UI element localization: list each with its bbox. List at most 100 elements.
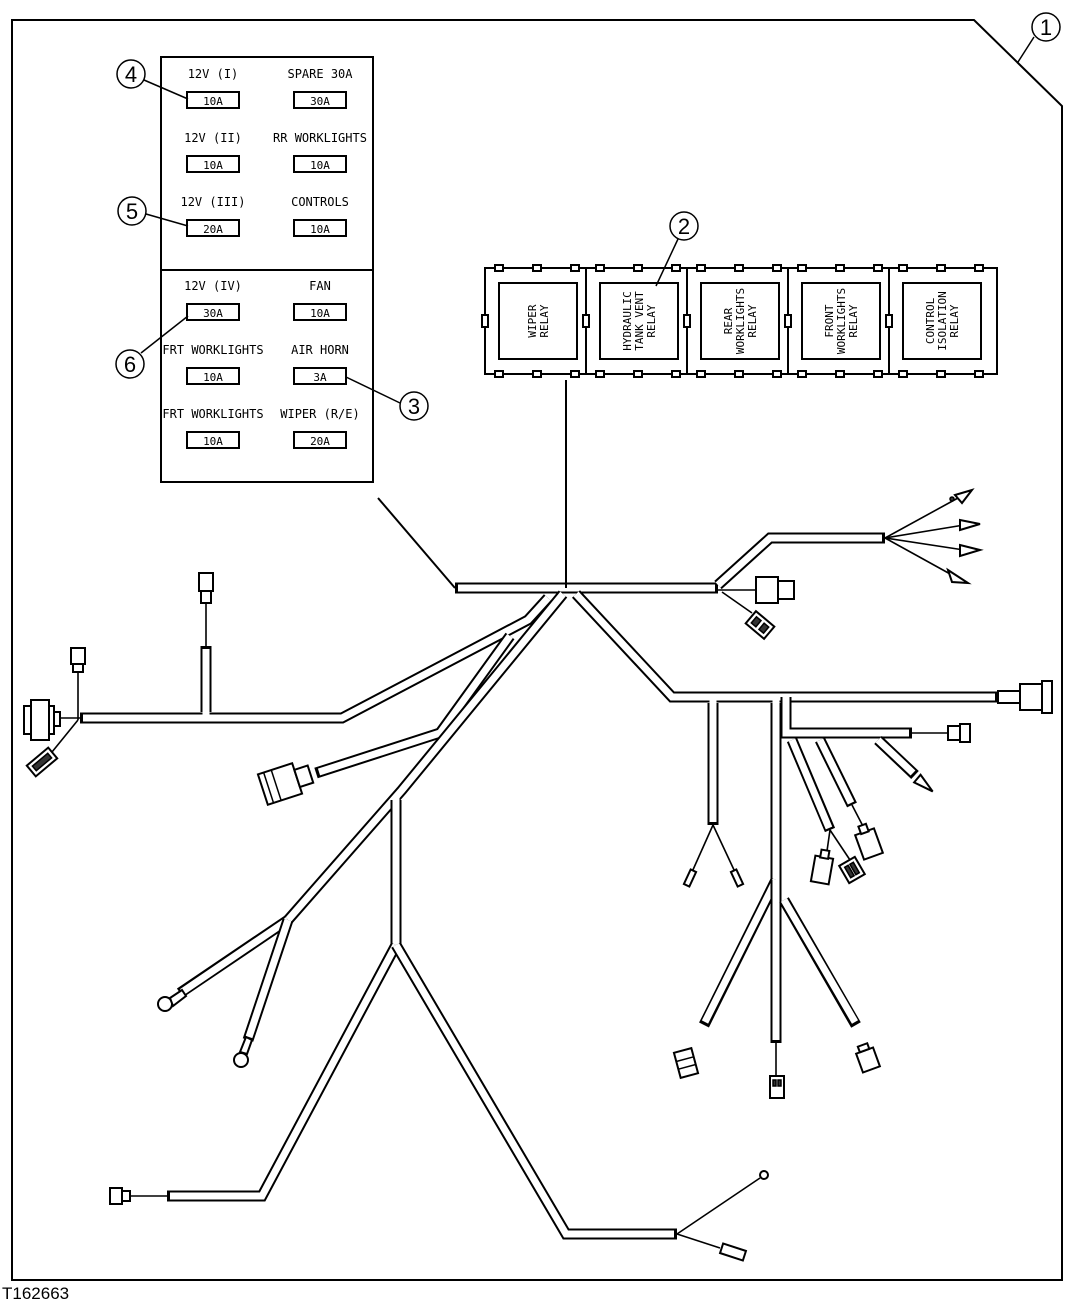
branch-right xyxy=(571,590,998,703)
ring-terminal-2 xyxy=(233,1035,254,1068)
socket-tab xyxy=(570,370,580,378)
callout-2-circle xyxy=(669,211,699,241)
fuse-rating: 30A xyxy=(203,307,223,320)
relay-panel: WIPERRELAY HYDRAULICTANK VENTRELAY REARWOR… xyxy=(481,264,998,378)
socket-tab xyxy=(633,264,643,272)
relay-label: REARWORKLIGHTSRELAY xyxy=(722,288,759,354)
relay-label: HYDRAULICTANK VENTRELAY xyxy=(621,291,658,351)
connector-left-angled xyxy=(25,746,59,778)
fuse-label: WIPER (R/E) xyxy=(280,407,359,421)
ring-terminal-1 xyxy=(157,988,188,1012)
connector-left-round xyxy=(23,699,61,741)
fuse-box xyxy=(293,91,347,109)
bullet-terminal-1 xyxy=(949,488,975,505)
relay-socket: WIPERRELAY xyxy=(481,264,594,378)
wire-tip-1 xyxy=(682,868,698,888)
fuse-label: FRT WORKLIGHTS xyxy=(162,343,263,357)
socket-tab xyxy=(974,264,984,272)
socket-tab xyxy=(797,264,807,272)
branch-br-c-in xyxy=(780,898,859,1024)
callout-2: 2 xyxy=(678,214,690,239)
relay-body xyxy=(700,282,780,360)
branch-mid-left xyxy=(314,632,515,779)
connector-trunk-right-angled xyxy=(744,609,776,641)
fuse-box xyxy=(293,303,347,321)
fuse-rating: 10A xyxy=(203,159,223,172)
bullet-terminal-6 xyxy=(912,773,934,793)
fuse-box xyxy=(293,431,347,449)
fuse-label: SPARE 30A xyxy=(287,67,353,81)
socket-tab xyxy=(898,264,908,272)
bullet-terminal-3 xyxy=(959,543,984,558)
relay-label: WIPERRELAY xyxy=(526,304,551,337)
callouts: 1 2 3 4 5 6 xyxy=(115,12,1061,421)
branch-center-in xyxy=(285,591,566,923)
fuse-rating: 20A xyxy=(310,435,330,448)
socket-tab xyxy=(898,370,908,378)
fuse-rating: 20A xyxy=(203,223,223,236)
ring-terminal-3 xyxy=(759,1170,769,1180)
relay-label: CONTROLISOLATIONRELAY xyxy=(924,291,961,351)
socket-tab xyxy=(734,370,744,378)
callout-4-circle xyxy=(116,59,146,89)
connector-left-small xyxy=(70,647,86,673)
callout-1: 1 xyxy=(1040,15,1052,40)
fuse-label: 12V (III) xyxy=(180,195,245,209)
connector-bottom-3 xyxy=(854,1041,882,1074)
socket-tab xyxy=(494,264,504,272)
socket-tab xyxy=(595,264,605,272)
fuse-label: 12V (IV) xyxy=(184,279,242,293)
callout-5: 5 xyxy=(126,199,138,224)
connector-right-spur xyxy=(947,723,971,743)
fuse-label: CONTROLS xyxy=(291,195,349,209)
socket-tab xyxy=(974,370,984,378)
connector-trunk-right xyxy=(755,576,795,604)
branch-spur-b-in xyxy=(816,738,855,805)
connectors xyxy=(23,488,1053,1262)
socket-tab xyxy=(696,264,706,272)
branch-right-spur-in xyxy=(782,697,909,737)
socket-tab xyxy=(595,370,605,378)
bullet-terminal-2 xyxy=(959,518,981,532)
relay-socket: CONTROLISOLATIONRELAY xyxy=(885,264,998,378)
relay-body xyxy=(599,282,679,360)
fuse-rating: 10A xyxy=(203,371,223,384)
fuse-rating: 10A xyxy=(203,95,223,108)
fuse-box xyxy=(186,155,240,173)
socket-notch xyxy=(784,314,792,328)
fuse-feed-line xyxy=(377,497,456,589)
branch-spur-a-in xyxy=(788,738,833,830)
callout-6: 6 xyxy=(124,352,136,377)
callout-6-circle xyxy=(115,349,145,379)
connector-bottom-1 xyxy=(672,1046,700,1080)
connector-bottom-2 xyxy=(769,1075,785,1099)
callout-4: 4 xyxy=(125,62,137,87)
socket-tab xyxy=(835,264,845,272)
connector-spur-a xyxy=(809,848,835,886)
socket-tab xyxy=(936,370,946,378)
socket-tab xyxy=(772,264,782,272)
relay-socket: HYDRAULICTANK VENTRELAY xyxy=(582,264,695,378)
branch-right-in xyxy=(573,591,995,701)
connector-mid-left xyxy=(256,761,315,807)
connector-spur-b xyxy=(853,822,885,861)
fuse-box xyxy=(186,431,240,449)
figure-id: T162663 xyxy=(2,1284,69,1303)
fuse-box xyxy=(186,367,240,385)
branch-mid-left-in xyxy=(317,633,513,776)
branch-upper-right-in xyxy=(715,534,882,588)
socket-tab xyxy=(696,370,706,378)
relay-socket: REARWORKLIGHTSRELAY xyxy=(683,264,796,378)
callout-3-circle xyxy=(399,391,429,421)
socket-tab xyxy=(633,370,643,378)
socket-notch xyxy=(683,314,691,328)
socket-tab xyxy=(494,370,504,378)
fuse-label: FRT WORKLIGHTS xyxy=(162,407,263,421)
socket-tab xyxy=(570,264,580,272)
fuse-label: AIR HORN xyxy=(291,343,349,357)
relay-socket: FRONTWORKLIGHTSRELAY xyxy=(784,264,897,378)
fuse-rating: 10A xyxy=(310,223,330,236)
socket-notch xyxy=(582,314,590,328)
connector-spur-c xyxy=(837,855,867,885)
